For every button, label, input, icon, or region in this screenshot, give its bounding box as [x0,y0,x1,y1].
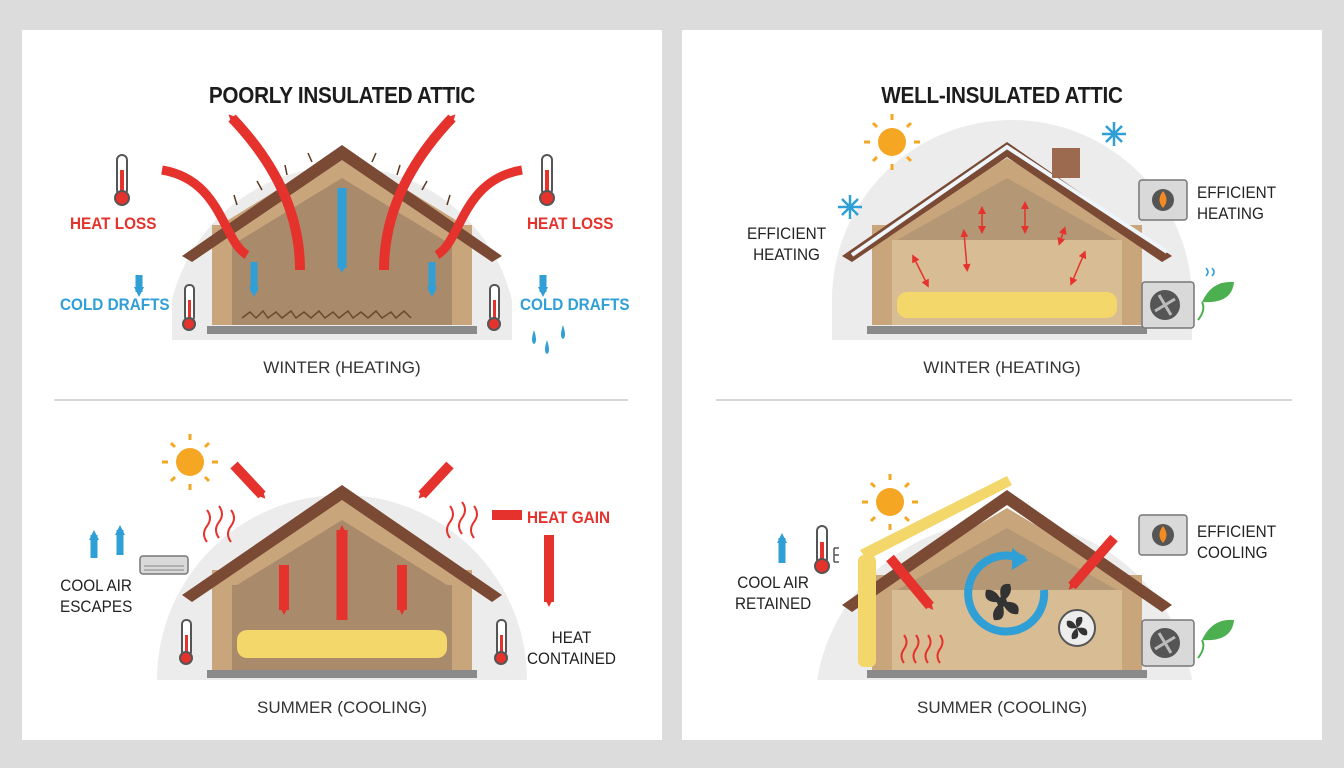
leaf-icon [1197,619,1234,659]
poor-attic-illustrations [89,114,565,680]
thermometer-icon [179,619,193,665]
ac-unit-icon [139,555,189,575]
fan-icon [964,548,1049,636]
heat-contained-label: HEAT CONTAINED [527,628,616,668]
summer-poor-house [89,434,554,680]
summer-caption: SUMMER (COOLING) [257,698,427,717]
efficient-cooling-label: EFFICIENT COOLING [1197,522,1277,562]
thermometer-icon [814,525,839,574]
thermometer-icon [487,284,501,331]
heat-loss-label-left: HEAT LOSS [70,214,157,233]
panel-title: POORLY INSULATED ATTIC [208,82,476,108]
poorly-insulated-panel: POORLY INSULATED ATTIC [22,30,662,740]
winter-good-house [832,114,1234,340]
sun-icon [864,114,920,170]
heat-pump-icon [1141,281,1195,329]
heat-gain-label: HEAT GAIN [527,508,611,527]
winter-caption: WINTER (HEATING) [263,358,421,377]
summer-caption: SUMMER (COOLING) [917,698,1087,717]
section-divider [716,399,1292,401]
furnace-icon [1138,514,1188,556]
efficient-heating-label-right: EFFICIENT HEATING [1197,183,1277,223]
cold-drafts-label-right: COLD DRAFTS [520,295,630,314]
sun-icon [162,434,218,490]
cool-air-escapes-label: COOL AIR ESCAPES [60,576,133,616]
thermometer-icon [539,154,555,206]
furnace-icon [1138,179,1188,221]
snowflake-icon [838,195,862,219]
leaf-icon [1197,267,1234,321]
heat-pump-icon [1141,619,1195,667]
cool-air-retained-label: COOL AIR RETAINED [735,573,812,613]
vent-fan-icon [1058,609,1096,647]
cold-drafts-label-left: COLD DRAFTS [60,295,170,314]
section-divider [54,399,628,401]
snowflake-icon [1102,122,1126,146]
winter-poor-house [114,114,565,354]
water-drops-icon [532,325,565,354]
good-attic-illustrations [777,114,1234,680]
thermometer-icon [114,154,130,206]
sun-icon [862,474,918,530]
efficient-heating-label-left: EFFICIENT HEATING [747,224,827,264]
summer-good-house [777,474,1234,680]
thermometer-icon [494,619,508,665]
panel-title: WELL-INSULATED ATTIC [881,82,1123,108]
well-insulated-panel: WELL-INSULATED ATTIC [682,30,1322,740]
heat-loss-label-right: HEAT LOSS [527,214,614,233]
thermometer-icon [182,284,196,331]
winter-caption: WINTER (HEATING) [923,358,1081,377]
